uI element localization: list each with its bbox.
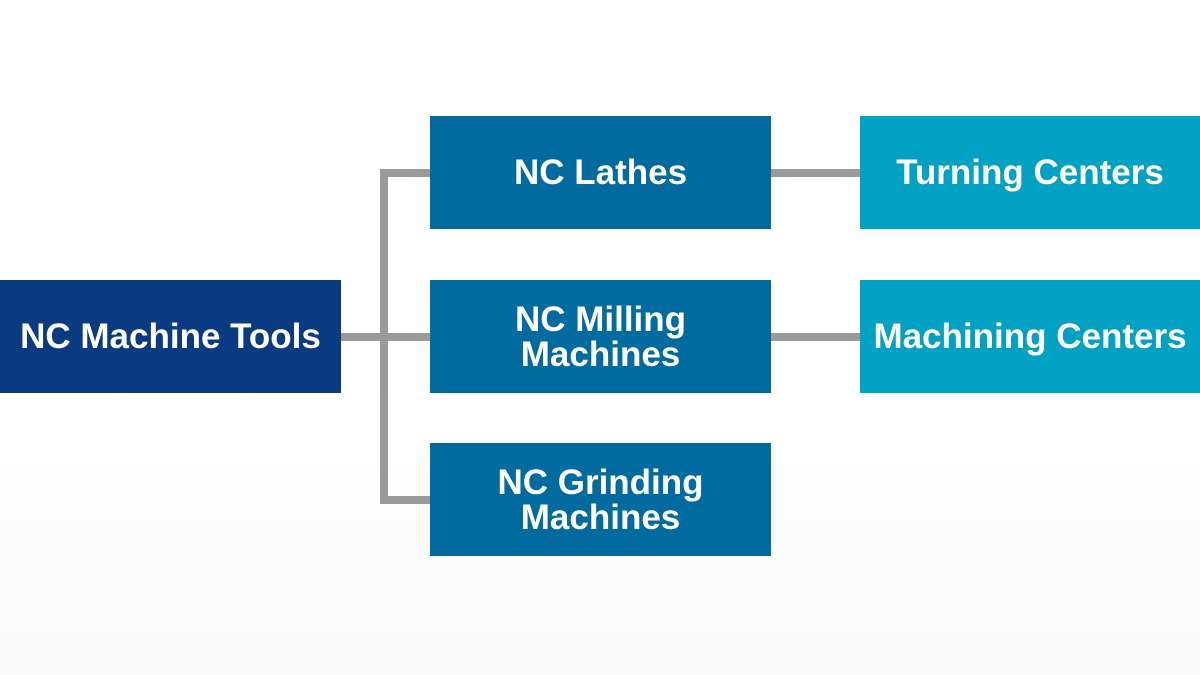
node-machining-centers: Machining Centers (860, 280, 1200, 393)
node-label-line2: Machines (520, 497, 681, 537)
node-label-line2: Machines (520, 334, 681, 374)
node-label: Turning Centers (896, 153, 1164, 192)
node-turning-centers: Turning Centers (860, 116, 1200, 229)
node-label: NC Machine Tools (20, 317, 321, 356)
node-nc-grinding-machines: NC Grinding Machines (430, 443, 771, 556)
node-label: Machining Centers (873, 317, 1187, 356)
node-nc-milling-machines: NC Milling Machines (430, 280, 771, 393)
node-nc-lathes: NC Lathes (430, 116, 771, 229)
node-nc-machine-tools: NC Machine Tools (0, 280, 341, 393)
node-label-line1: NC Milling (514, 299, 687, 339)
node-label-line1: NC Grinding (497, 462, 704, 502)
node-label: NC Lathes (513, 153, 688, 192)
